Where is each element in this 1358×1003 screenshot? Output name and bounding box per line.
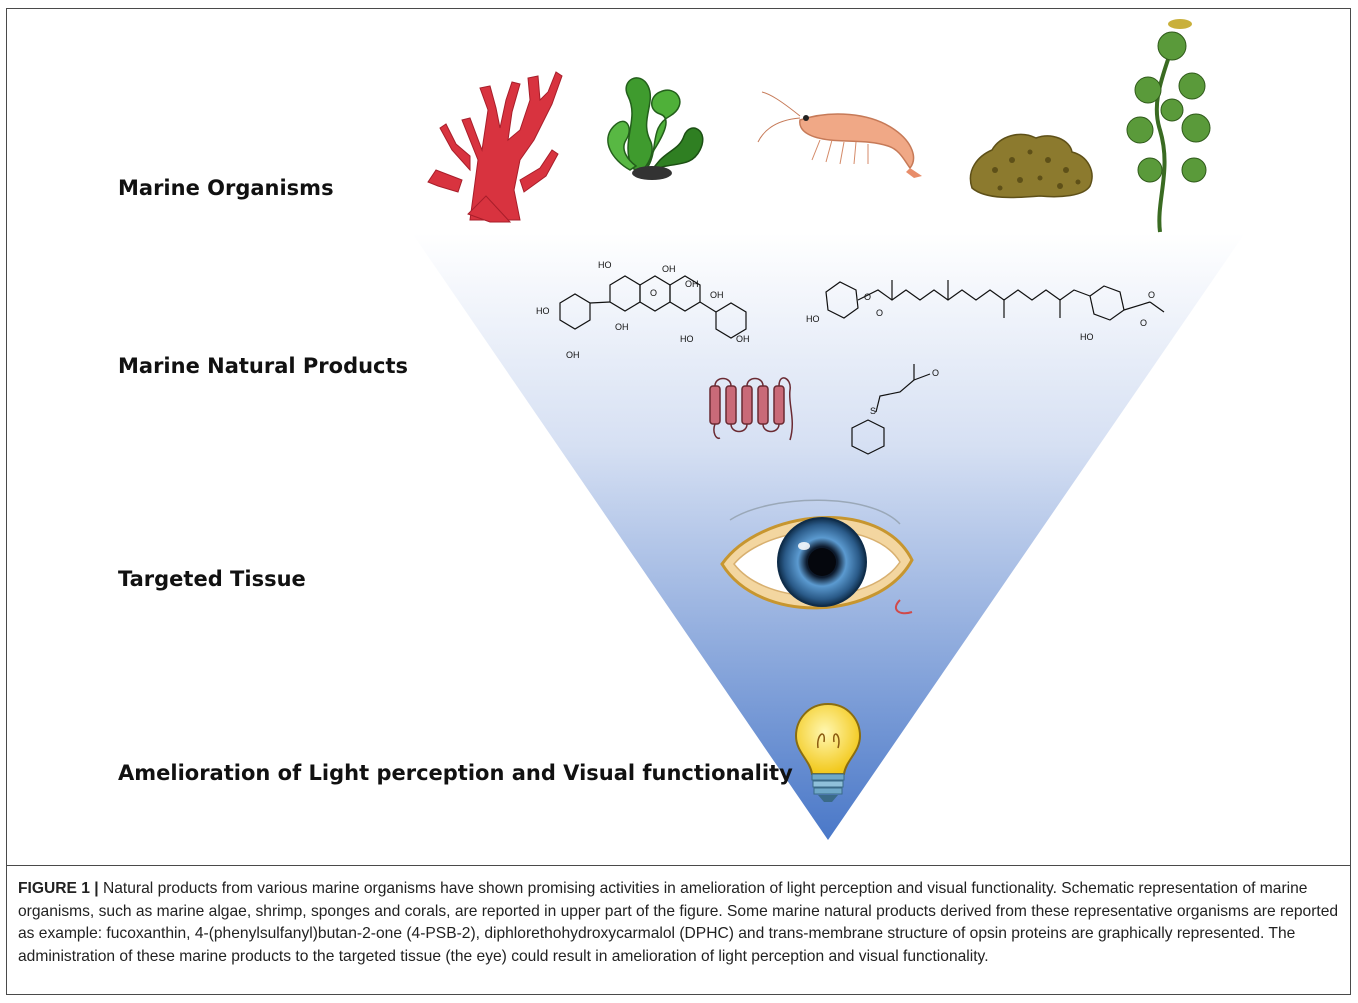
- figure-caption: FIGURE 1 | Natural products from various…: [18, 878, 1343, 968]
- fucox-label-ho: HO: [1080, 332, 1094, 342]
- fucox-label-o: O: [864, 292, 871, 302]
- fucox-label-ho: HO: [806, 314, 820, 324]
- dphc-label-oh: OH: [566, 350, 580, 360]
- label-targeted-tissue: Targeted Tissue: [118, 567, 306, 591]
- fucox-label-o: O: [1140, 318, 1147, 328]
- dphc-label-oh: OH: [662, 264, 676, 274]
- dphc-label-oh: OH: [685, 279, 699, 289]
- label-marine-natural-products: Marine Natural Products: [118, 354, 408, 378]
- coral-illustration: [428, 72, 562, 222]
- dphc-label-oh: OH: [736, 334, 750, 344]
- caption-figure-label: FIGURE 1 |: [18, 880, 99, 897]
- psb2-label-o: O: [932, 368, 939, 378]
- caption-text: Natural products from various marine org…: [18, 880, 1338, 965]
- seaweed-illustration: [608, 78, 703, 180]
- plant-illustration: [1127, 19, 1210, 232]
- psb2-label-s: S: [870, 406, 876, 416]
- caption-divider: [6, 865, 1351, 866]
- shrimp-illustration: [758, 92, 922, 178]
- dphc-label-ho: HO: [536, 306, 550, 316]
- dphc-label-oh: OH: [710, 290, 724, 300]
- label-marine-organisms: Marine Organisms: [118, 176, 334, 200]
- dphc-label-o: O: [650, 288, 657, 298]
- label-amelioration: Amelioration of Light perception and Vis…: [118, 761, 793, 785]
- fucox-label-o: O: [876, 308, 883, 318]
- dphc-label-oh: OH: [615, 322, 629, 332]
- dphc-label-ho: HO: [680, 334, 694, 344]
- dphc-label-ho: HO: [598, 260, 612, 270]
- sponge-illustration: [970, 134, 1092, 197]
- fucox-label-o: O: [1148, 290, 1155, 300]
